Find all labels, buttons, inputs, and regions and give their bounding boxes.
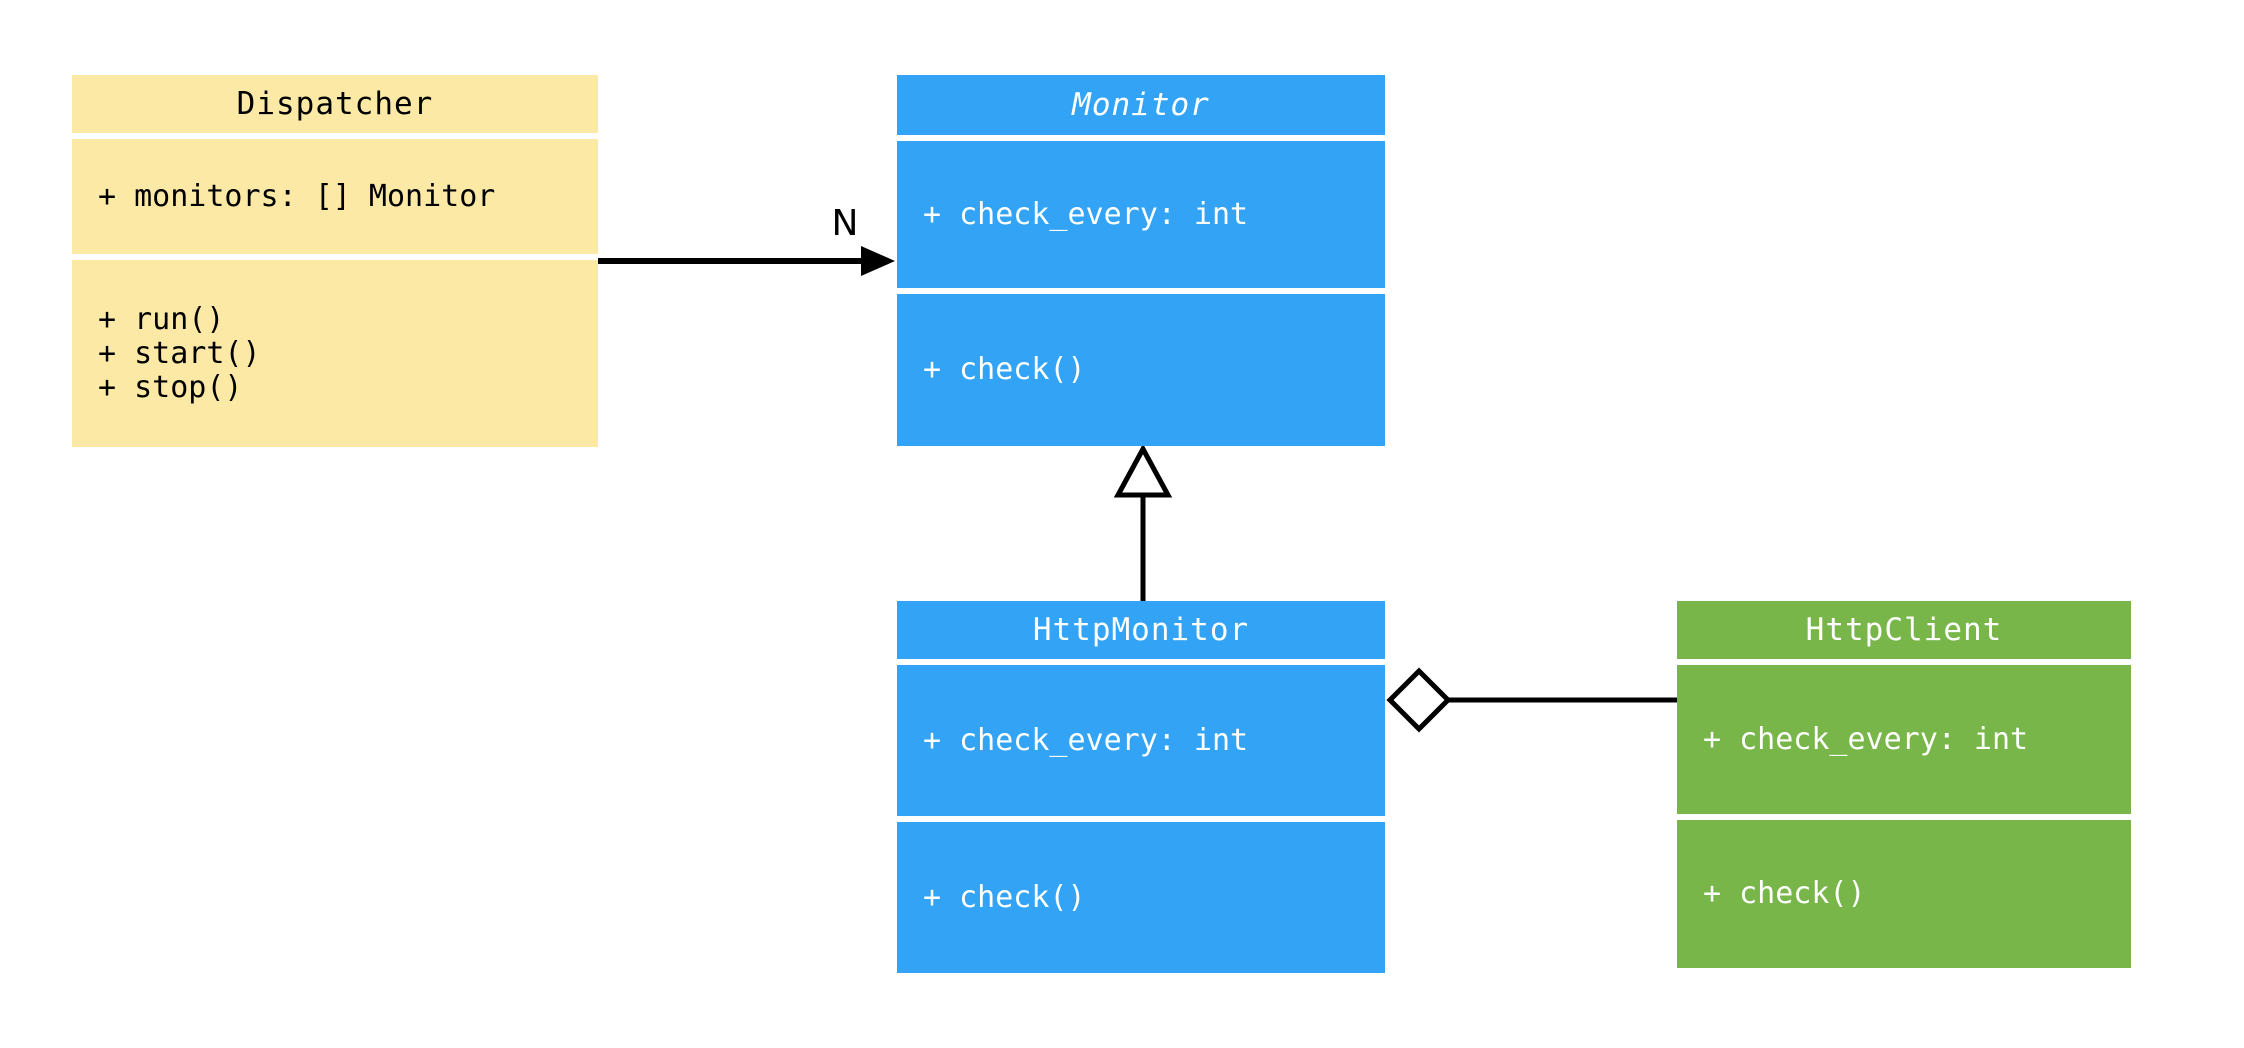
- class-attributes-section: + check_every: int: [897, 665, 1385, 816]
- class-title: HttpMonitor: [897, 601, 1385, 659]
- class-title: Dispatcher: [72, 75, 598, 133]
- class-title: HttpClient: [1677, 601, 2131, 659]
- class-method: + check(): [1703, 876, 1866, 911]
- class-attribute: + check_every: int: [923, 196, 1249, 232]
- class-attribute: + check_every: int: [1703, 721, 2029, 757]
- class-method: + check(): [923, 879, 1086, 915]
- class-title: Monitor: [897, 75, 1385, 135]
- class-box-monitor: Monitor + check_every: int + check(): [897, 75, 1385, 446]
- class-method: + stop(): [98, 369, 243, 405]
- class-methods-section: + check(): [897, 294, 1385, 446]
- multiplicity-label: N: [831, 203, 859, 244]
- class-attribute: + check_every: int: [923, 722, 1249, 758]
- class-methods-section: + run() + start() + stop(): [72, 260, 598, 447]
- class-box-dispatcher: Dispatcher + monitors: [] Monitor + run(…: [72, 75, 598, 447]
- class-attributes-section: + check_every: int: [1677, 665, 2131, 814]
- class-attributes-section: + check_every: int: [897, 141, 1385, 288]
- class-methods-section: + check(): [1677, 820, 2131, 968]
- class-attributes-section: + monitors: [] Monitor: [72, 139, 598, 254]
- class-box-httpclient: HttpClient + check_every: int + check(): [1677, 601, 2131, 968]
- class-box-httpmonitor: HttpMonitor + check_every: int + check(): [897, 601, 1385, 973]
- class-method: + run(): [98, 301, 225, 337]
- inheritance-triangle: [1113, 443, 1173, 498]
- class-method: + start(): [98, 335, 261, 371]
- association-arrowhead: [861, 246, 895, 276]
- class-attribute: + monitors: [] Monitor: [98, 178, 496, 214]
- class-method: + check(): [923, 352, 1086, 387]
- aggregation-diamond: [1386, 667, 1452, 733]
- class-methods-section: + check(): [897, 822, 1385, 973]
